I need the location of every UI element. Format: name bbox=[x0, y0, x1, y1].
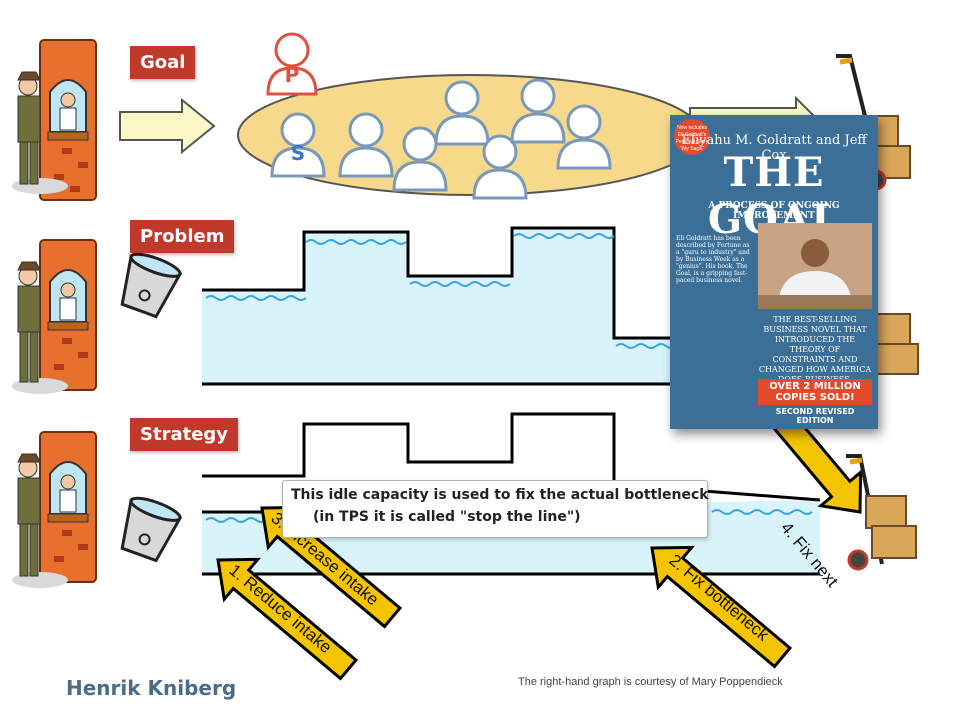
callout-line-1: This idle capacity is used to fix the ac… bbox=[291, 487, 709, 503]
book-blurb: Eli Goldratt has been described by Fortu… bbox=[676, 235, 750, 284]
book-description: THE BEST-SELLING BUSINESS NOVEL THAT INT… bbox=[758, 315, 872, 384]
book-badge: Now includes Eli Goldratt's Personal Sto… bbox=[674, 119, 710, 155]
book-sales-banner: OVER 2 MILLION COPIES SOLD! bbox=[758, 379, 872, 405]
problem-graph bbox=[202, 226, 717, 386]
problem-tag: Problem bbox=[130, 220, 235, 253]
bucket-icon bbox=[120, 252, 183, 319]
reduce-intake-arrow bbox=[216, 557, 359, 681]
bucket-icon bbox=[120, 496, 183, 563]
person-s-letter: S bbox=[291, 141, 305, 165]
book-edition: SECOND REVISED EDITION bbox=[775, 407, 855, 425]
fix-bottleneck-arrow bbox=[650, 545, 793, 669]
goal-tag: Goal bbox=[130, 46, 196, 79]
book-cover: Now includes Eli Goldratt's Personal Sto… bbox=[670, 115, 878, 429]
door-worker-illustration bbox=[12, 39, 97, 588]
footer-author: Henrik Kniberg bbox=[66, 676, 237, 700]
hand-truck-icon bbox=[846, 454, 917, 571]
goal-arrow bbox=[119, 97, 216, 155]
footer-credit: The right-hand graph is courtesy of Mary… bbox=[518, 676, 783, 688]
callout-line-2: (in TPS it is called "stop the line") bbox=[313, 509, 581, 525]
person-p-icon bbox=[266, 32, 318, 96]
book-subtitle: A PROCESS OF ONGOING IMPROVEMENT bbox=[708, 201, 840, 221]
author-photo bbox=[758, 223, 872, 309]
book-author: Eliyahu M. Goldratt and Jeff Cox bbox=[681, 133, 867, 163]
people-group bbox=[266, 32, 612, 200]
person-p-letter: P bbox=[285, 63, 300, 87]
strategy-tag: Strategy bbox=[130, 418, 239, 451]
idle-capacity-callout: This idle capacity is used to fix the ac… bbox=[282, 480, 709, 538]
